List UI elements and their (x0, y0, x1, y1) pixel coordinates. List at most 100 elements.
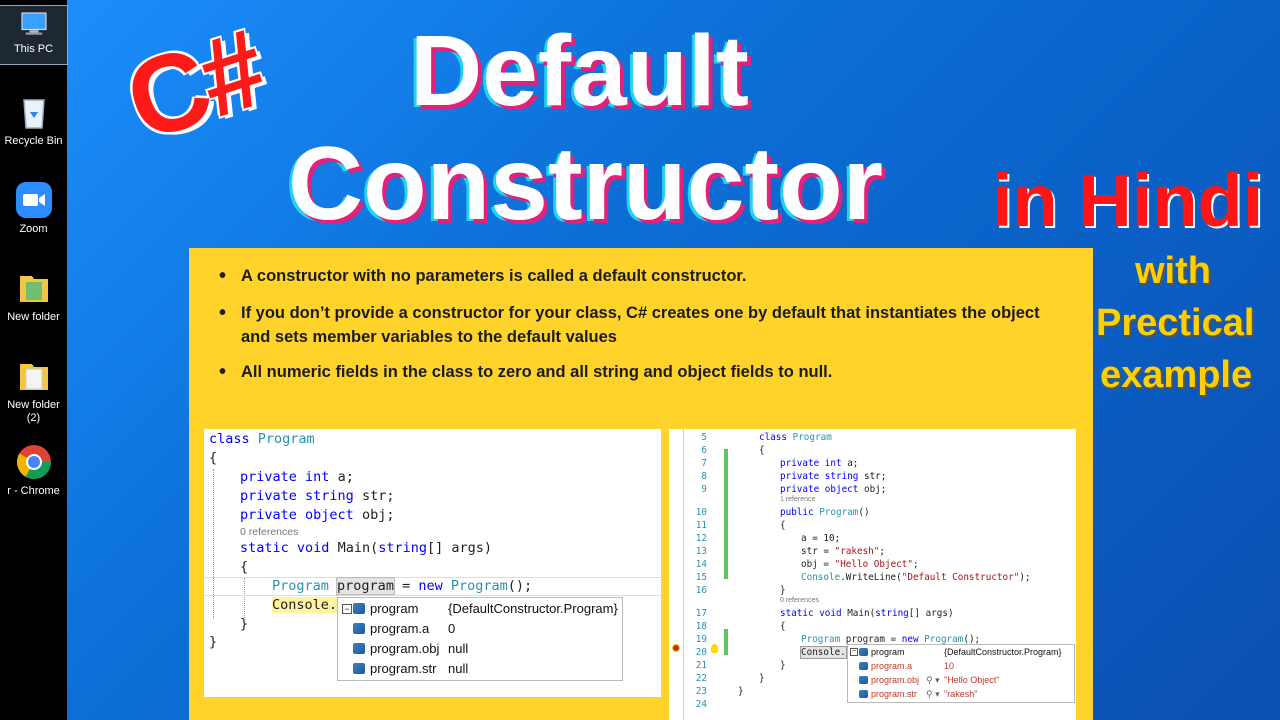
folder-icon (19, 276, 48, 302)
line-number: 14 (695, 559, 707, 570)
datatip-name: program.a (871, 661, 913, 671)
field-icon (859, 690, 868, 698)
collapse-icon[interactable]: − (850, 648, 858, 656)
current-line-highlight (204, 577, 661, 596)
field-icon (859, 676, 868, 684)
datatip-name: program (370, 601, 419, 616)
code-line: public Program() (780, 507, 870, 518)
line-number: 16 (695, 585, 707, 596)
field-icon (859, 662, 868, 670)
desktop-icon-label: This PC (13, 43, 54, 55)
datatip-value[interactable]: {DefaultConstructor.Program} (448, 601, 618, 616)
reference-count[interactable]: 0 references (780, 597, 819, 604)
code-line: } (240, 616, 249, 632)
code-line: static void Main(string[] args) (780, 608, 954, 619)
code-line: class Program (209, 431, 315, 447)
subtitle-prectical: Prectical (1096, 302, 1255, 344)
code-line: Console. (272, 597, 338, 613)
datatip-name: program.obj (370, 641, 440, 656)
chrome-icon (16, 445, 51, 479)
code-line: Console.WriteLine("Default Constructor")… (801, 572, 1031, 583)
subtitle-with: with (1135, 250, 1211, 292)
recycle-bin-shortcut[interactable]: Recycle Bin (0, 92, 67, 148)
line-number: 15 (695, 572, 707, 583)
breakpoint-icon[interactable] (672, 644, 680, 652)
code-line: private int a; (240, 469, 354, 485)
line-number: 24 (695, 699, 707, 710)
new-folder-shortcut[interactable]: New folder (0, 268, 67, 324)
datatip-name: program.obj (871, 675, 920, 685)
new-folder-2-shortcut[interactable]: New folder (2) (0, 356, 67, 425)
magnifier-icon[interactable]: ⚲ ▾ (926, 675, 940, 685)
content-panel: A constructor with no parameters is call… (189, 248, 1093, 720)
lightbulb-icon[interactable] (711, 644, 718, 653)
desktop-icon-label: New folder (2) (7, 399, 60, 424)
desktop-icon-label: Recycle Bin (4, 135, 63, 147)
debug-datatip[interactable]: − program {DefaultConstructor.Program} p… (337, 597, 623, 681)
recycle-bin-icon (22, 99, 45, 129)
change-indicator (724, 629, 728, 655)
desktop-icon-label: r - Chrome (7, 485, 60, 497)
code-line: } (738, 686, 744, 697)
title-line-1: Default (410, 15, 749, 127)
line-number: 12 (695, 533, 707, 544)
code-line: Program program = new Program(); (801, 634, 981, 645)
code-line: Program program = new Program(); (272, 577, 533, 595)
code-line: private object obj; (780, 484, 887, 495)
subtitle-example: example (1100, 354, 1253, 396)
code-line: private int a; (780, 458, 859, 469)
code-line: Console. (800, 646, 847, 659)
code-line: static void Main(string[] args) (240, 540, 493, 556)
line-number: 19 (695, 634, 707, 645)
object-icon (353, 603, 365, 614)
line-number: 8 (701, 471, 707, 482)
code-line: { (780, 520, 786, 531)
code-line: { (759, 445, 765, 456)
datatip-value[interactable]: 10 (944, 661, 955, 671)
code-line: { (209, 450, 218, 466)
indent-guide (244, 578, 245, 618)
line-number: 18 (695, 621, 707, 632)
datatip-value[interactable]: {DefaultConstructor.Program} (944, 647, 1062, 657)
in-hindi-text: in Hindi (992, 159, 1264, 242)
datatip-value[interactable]: null (448, 661, 469, 676)
line-number: 17 (695, 608, 707, 619)
code-line: } (780, 585, 786, 596)
object-icon (859, 648, 868, 656)
debug-datatip[interactable]: − program {DefaultConstructor.Program} p… (847, 644, 1075, 703)
line-number: 13 (695, 546, 707, 557)
indent-guide (213, 469, 214, 619)
computer-icon (20, 12, 47, 35)
this-pc-shortcut[interactable]: This PC (0, 5, 68, 65)
datatip-value[interactable]: 0 (448, 621, 456, 636)
code-line: { (240, 559, 249, 575)
code-line: } (759, 673, 765, 684)
chrome-shortcut[interactable]: r - Chrome (0, 442, 67, 498)
csharp-logo-text: C# (112, 6, 277, 165)
desktop-icon-label: Zoom (19, 223, 48, 235)
zoom-icon (15, 182, 52, 218)
datatip-value[interactable]: null (448, 641, 469, 656)
datatip-name: program (871, 647, 905, 657)
code-line: a = 10; (801, 533, 841, 544)
datatip-value[interactable]: "rakesh" (944, 689, 978, 699)
datatip-name: program.a (370, 621, 430, 636)
magnifier-icon[interactable]: ⚲ ▾ (926, 689, 940, 699)
bullet-item: All numeric fields in the class to zero … (209, 360, 1069, 384)
code-line: class Program (759, 432, 832, 443)
line-number: 6 (701, 445, 707, 456)
bullet-list: A constructor with no parameters is call… (209, 264, 1069, 397)
code-line: private string str; (780, 471, 887, 482)
datatip-value[interactable]: "Hello Object" (944, 675, 1000, 685)
collapse-icon[interactable]: − (342, 604, 352, 614)
line-number: 5 (701, 432, 707, 443)
line-number: 20 (695, 647, 707, 658)
reference-count[interactable]: 0 references (240, 526, 299, 538)
bullet-item: If you don’t provide a constructor for y… (209, 301, 1069, 349)
desktop-icon-strip: This PC Recycle Bin Zoom New folder New … (0, 0, 68, 720)
zoom-shortcut[interactable]: Zoom (0, 180, 67, 236)
line-number: 11 (695, 520, 707, 531)
reference-count[interactable]: 1 reference (780, 496, 816, 503)
field-icon (353, 623, 365, 634)
